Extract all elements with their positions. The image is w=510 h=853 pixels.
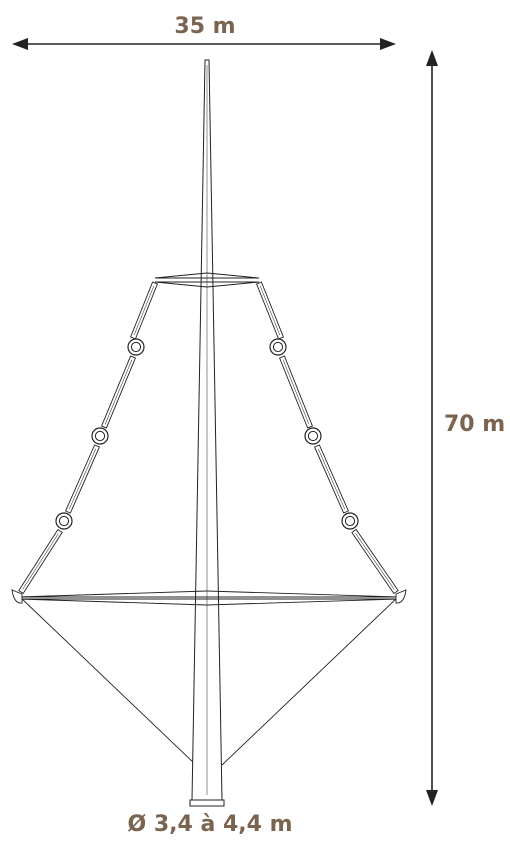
width-label: 35 m <box>174 14 236 39</box>
rope-segment <box>279 355 313 429</box>
height-label: 70 m <box>444 412 506 437</box>
diameter-label: Ø 3,4 à 4,4 m <box>127 812 293 837</box>
rope-segment <box>351 528 399 595</box>
ring-icon <box>55 512 73 530</box>
ring-icon <box>91 427 109 445</box>
rope-segment <box>101 355 136 429</box>
height-dimension-arrow <box>426 50 438 806</box>
rope-segment <box>314 444 349 514</box>
ring-icon <box>341 512 359 530</box>
width-dimension-arrow <box>12 38 396 50</box>
ring-icon <box>304 427 322 445</box>
ring-icon <box>127 338 145 356</box>
ring-icon <box>269 338 287 356</box>
left-rope-chain <box>18 281 158 595</box>
rope-segment <box>256 281 284 340</box>
upper-crossarm <box>154 272 260 288</box>
mast <box>189 59 225 807</box>
right-rope-chain <box>256 281 399 595</box>
rope-segment <box>18 528 63 595</box>
rope-segment <box>65 444 100 514</box>
lower-cables <box>19 596 399 766</box>
rope-segment <box>130 281 158 340</box>
lower-crossarm <box>11 589 407 606</box>
